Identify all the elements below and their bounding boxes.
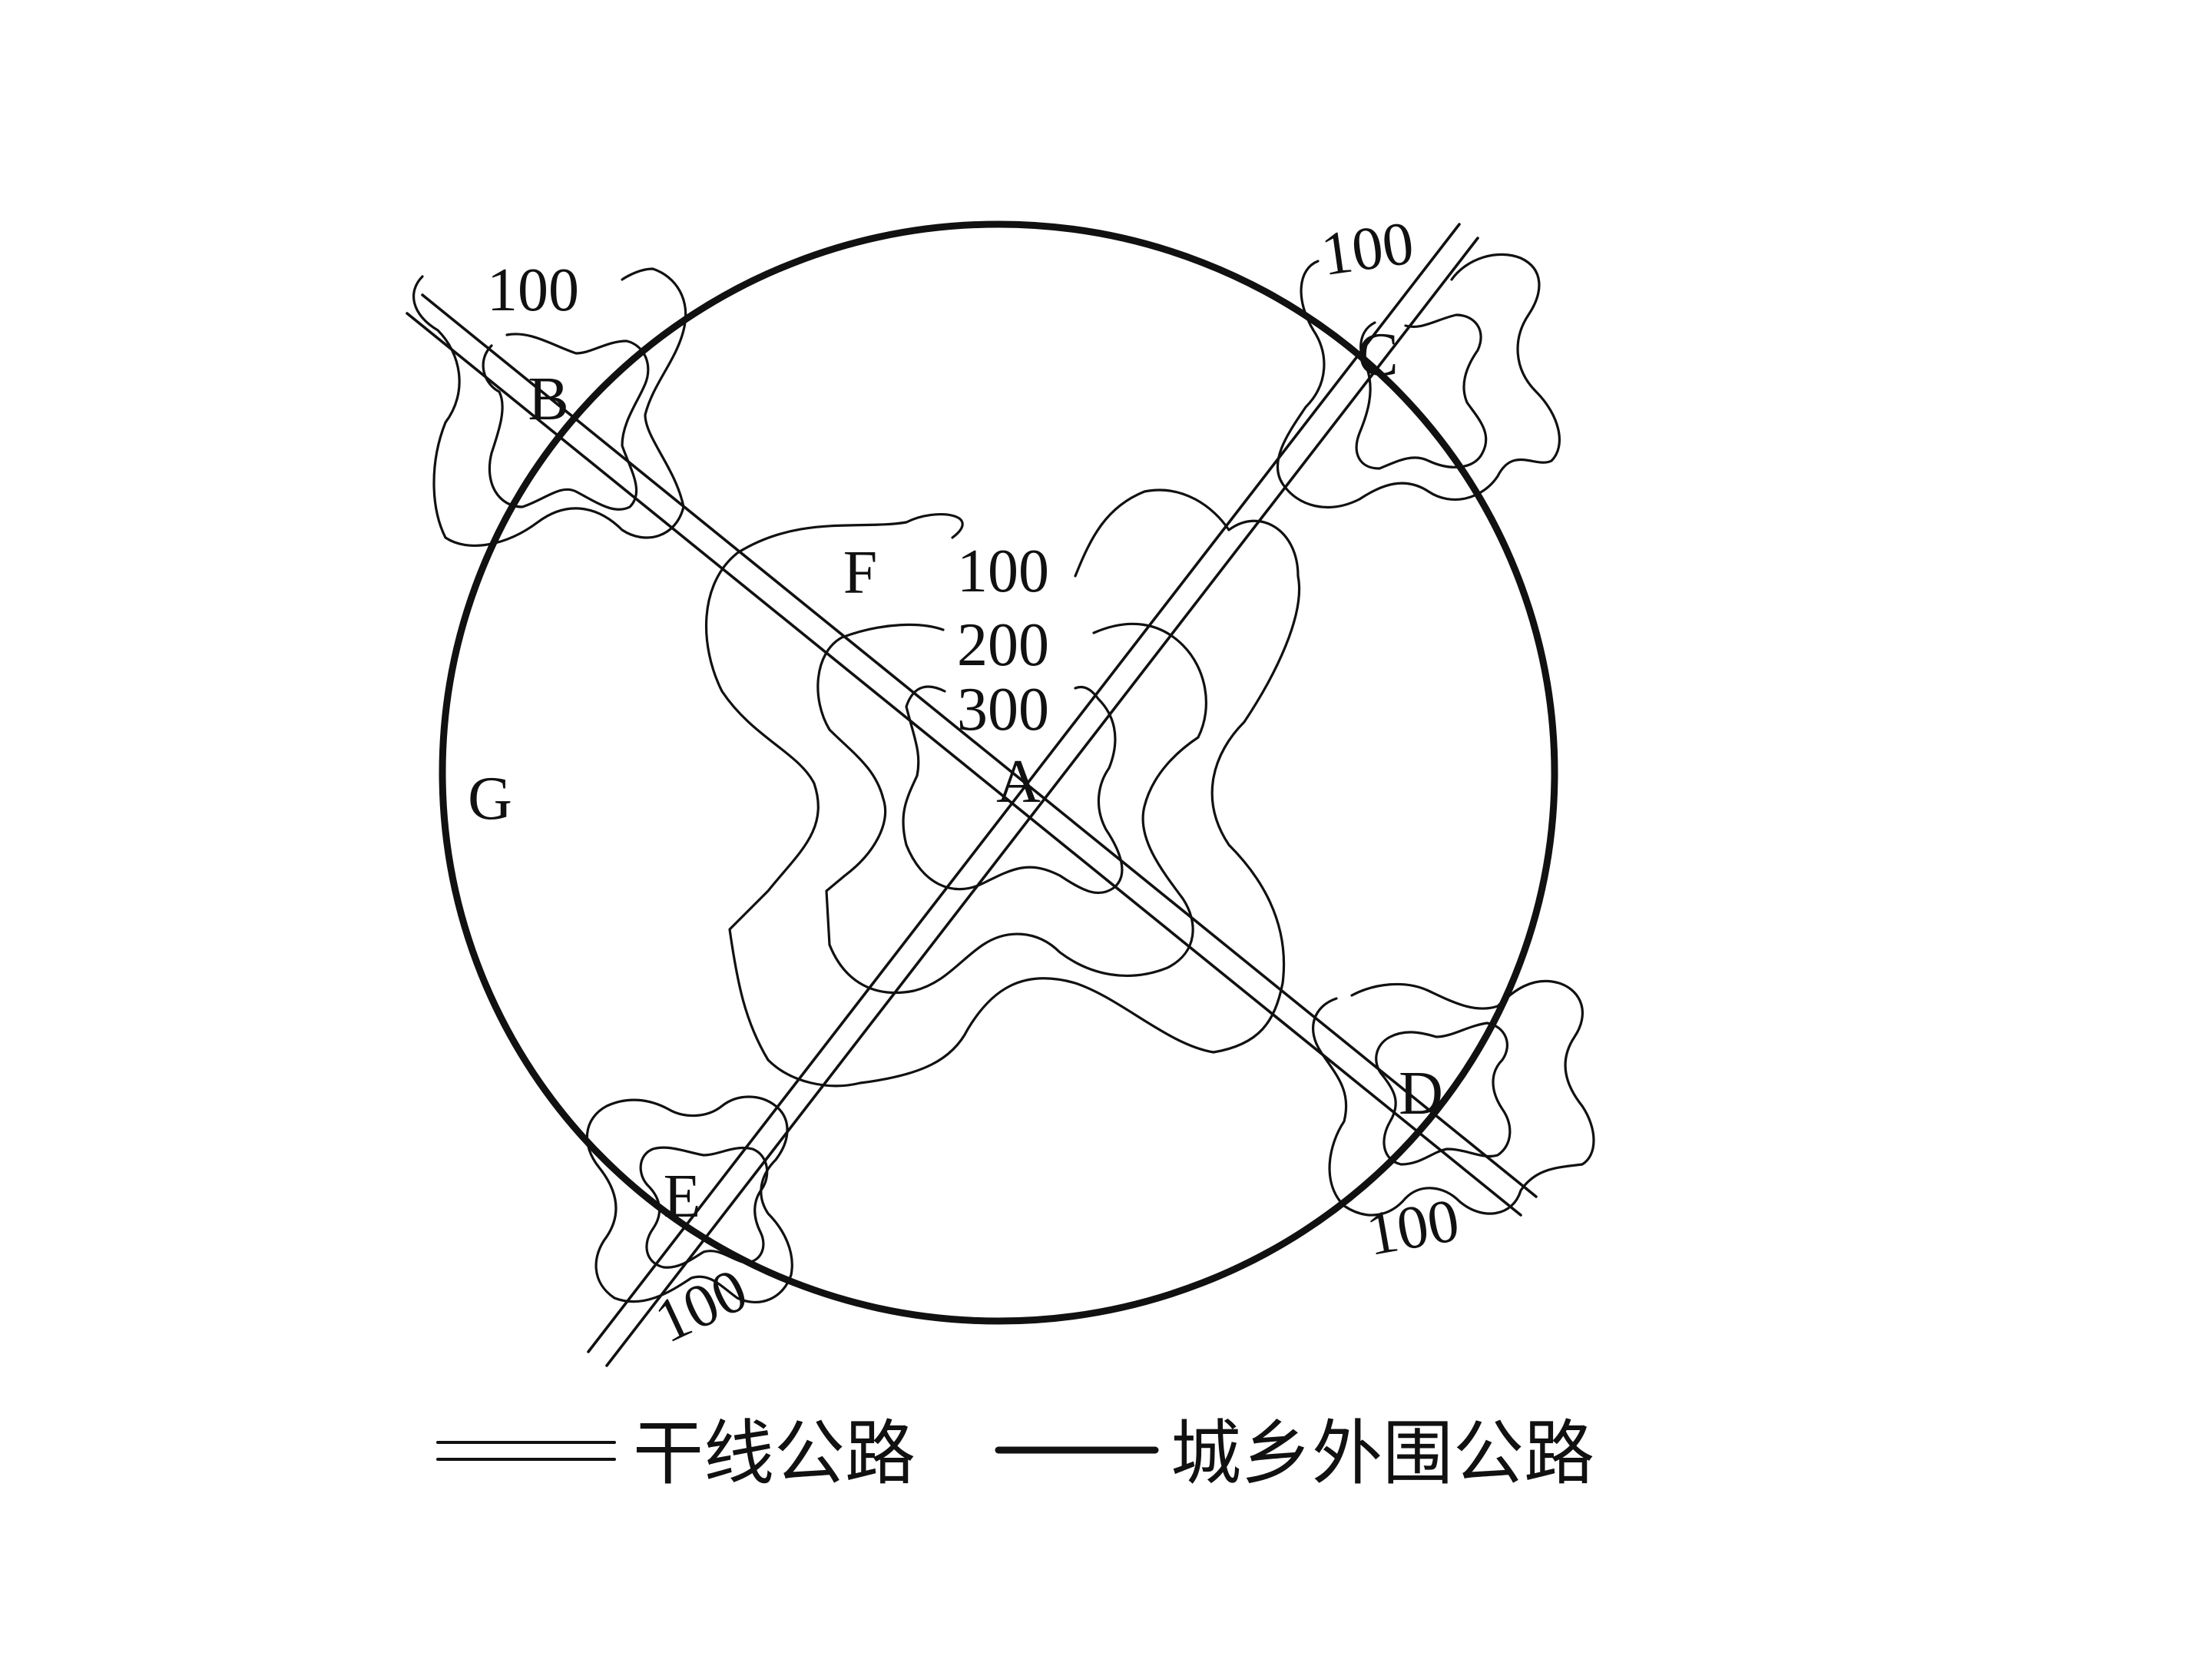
ring-road: [439, 220, 1558, 1325]
legend-ring-road-label: 城乡外围公路: [1171, 1415, 1594, 1493]
contour-label-B-100: 100: [487, 257, 579, 324]
trunk-road-C-E: [587, 223, 1479, 1367]
point-C-label: C: [1357, 321, 1398, 389]
contour-label-center-100: 100: [957, 538, 1049, 605]
contour-center-100: [705, 488, 1301, 1088]
contour-C-inner: [1355, 313, 1488, 470]
contour-E-inner: [639, 1146, 769, 1269]
contour-label-E-100: 100: [645, 1256, 757, 1356]
contour-C-outer: [1276, 253, 1561, 508]
contour-center-300: [902, 685, 1124, 895]
point-A-label: A: [996, 748, 1041, 816]
contour-label-D-100: 100: [1362, 1187, 1464, 1270]
contour-E-outer: [585, 1095, 793, 1303]
point-G-label: G: [468, 765, 512, 833]
contour-label-center-300: 300: [957, 676, 1049, 743]
point-B-label: B: [528, 366, 568, 433]
legend-trunk-road-label: 干线公路: [633, 1415, 916, 1493]
trunk-road-B-D: [406, 293, 1538, 1217]
point-F-label: F: [843, 539, 878, 607]
contour-label-center-200: 200: [957, 611, 1049, 679]
contour-D-outer: [1312, 979, 1595, 1217]
contour-B-outer: [412, 267, 687, 547]
contour-B-inner: [482, 333, 650, 511]
contour-center-200: [816, 622, 1207, 995]
legend: 干线公路 城乡外围公路: [436, 1415, 1594, 1493]
point-D-label: D: [1399, 1060, 1443, 1128]
legend-trunk-road-symbol: [436, 1441, 616, 1461]
contour-D-inner: [1375, 1022, 1512, 1166]
contour-label-C-100: 100: [1317, 209, 1418, 289]
point-E-label: E: [664, 1163, 701, 1230]
